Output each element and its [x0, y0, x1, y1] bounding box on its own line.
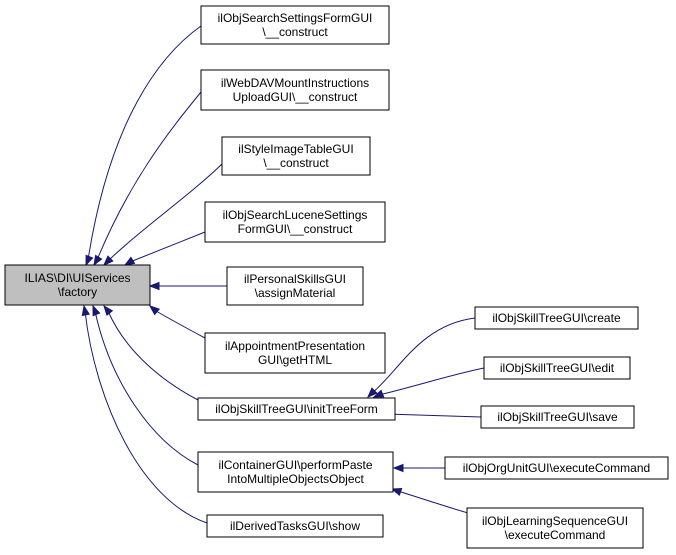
arrowhead-icon [85, 254, 94, 267]
node-label: ilObjSkillTreeGUI\initTreeForm [215, 402, 377, 416]
node-label: ilWebDAVMountInstructions [221, 76, 369, 90]
edge-n2-root [93, 91, 202, 267]
edge-n13-n8 [392, 463, 445, 473]
arrowhead-icon [93, 254, 103, 267]
node-box[interactable] [221, 136, 371, 176]
node[interactable]: ilDerivedTasksGUI\show [206, 514, 384, 538]
node-label: ilAppointmentPresentation [225, 339, 365, 353]
node-label: ilObjSkillTreeGUI\save [497, 410, 618, 424]
edge-n7-root [103, 304, 199, 401]
node-label: IntoMultipleObjectsObject [227, 472, 364, 486]
edge-line [155, 310, 206, 339]
node-box[interactable] [466, 507, 644, 549]
arrowhead-icon [390, 487, 403, 497]
node-label: ilObjOrgUnitGUI\executeCommand [463, 461, 650, 475]
node-box[interactable] [483, 356, 631, 380]
nodes-layer: ILIAS\DI\UIServices\factory ilObjSearchSe… [4, 5, 669, 549]
node[interactable]: ilContainerGUI\performPasteIntoMultipleO… [197, 451, 394, 493]
node-root[interactable]: ILIAS\DI\UIServices\factory [4, 264, 151, 306]
edge-line [94, 310, 199, 466]
node-box[interactable] [474, 306, 639, 330]
node-label: \executeCommand [505, 528, 606, 542]
arrowhead-icon [92, 304, 101, 317]
node-label: GUI\getHTML [258, 353, 332, 367]
edge-line [107, 163, 223, 262]
edge-line [385, 413, 482, 418]
edge-n9-root [81, 304, 208, 524]
node-box[interactable] [480, 405, 635, 429]
node-label: ilDerivedTasksGUI\show [230, 519, 360, 533]
node-label: ilStyleImageTableGUI [238, 142, 353, 156]
edge-line [84, 310, 208, 524]
node-box[interactable] [226, 266, 364, 306]
node-box[interactable] [206, 514, 384, 538]
arrowhead-icon [367, 387, 378, 398]
edge-n6-root [148, 305, 206, 339]
edge-line [378, 367, 485, 396]
edge-line [96, 91, 202, 261]
edge-n3-root [103, 163, 223, 266]
edges-layer [81, 25, 485, 524]
arrowhead-icon [148, 281, 160, 291]
node-label: \__construct [262, 25, 328, 39]
node[interactable]: ilPersonalSkillsGUI\assignMaterial [226, 266, 364, 306]
node[interactable]: ilStyleImageTableGUI\__construct [221, 136, 371, 176]
node-box[interactable] [204, 332, 386, 374]
node[interactable]: ilObjSearchLuceneSettingsFormGUI\__const… [204, 201, 386, 243]
node-box[interactable] [197, 451, 394, 493]
arrowhead-icon [148, 305, 161, 316]
node[interactable]: ilObjOrgUnitGUI\executeCommand [444, 456, 669, 480]
node-label: ilObjSearchLuceneSettings [223, 208, 368, 222]
node-label: ILIAS\DI\UIServices [24, 271, 130, 285]
node-label: ilObjLearningSequenceGUI [482, 514, 628, 528]
edge-n1-root [85, 25, 202, 267]
edge-line [129, 231, 206, 263]
node-label: ilObjSkillTreeGUI\create [492, 311, 621, 325]
node[interactable]: ilWebDAVMountInstructionsUploadGUI\__con… [200, 69, 390, 111]
node-label: ilContainerGUI\performPaste [218, 458, 372, 472]
node-box[interactable] [200, 69, 390, 111]
edge-n14-n8 [390, 487, 476, 516]
node[interactable]: ilObjSearchSettingsFormGUI\__construct [200, 5, 390, 45]
node-label: ilObjSearchSettingsFormGUI [218, 11, 373, 25]
node[interactable]: ilObjLearningSequenceGUI\executeCommand [466, 507, 644, 549]
node-box[interactable] [4, 264, 151, 306]
node[interactable]: ilObjSkillTreeGUI\edit [483, 356, 631, 380]
node-box[interactable] [204, 201, 386, 243]
node[interactable]: ilObjSkillTreeGUI\save [480, 405, 635, 429]
edge-n11-n7 [372, 367, 485, 398]
arrowhead-icon [372, 389, 385, 398]
arrowhead-icon [103, 304, 114, 317]
edge-line [87, 25, 202, 261]
node-label: ilPersonalSkillsGUI [244, 272, 346, 286]
arrowhead-icon [392, 463, 404, 473]
edge-line [371, 317, 476, 394]
arrowhead-icon [81, 304, 91, 317]
node-box[interactable] [444, 456, 669, 480]
node-label: FormGUI\__construct [238, 222, 353, 236]
edge-line [107, 310, 199, 401]
node-box[interactable] [197, 397, 396, 421]
node-label: ilObjSkillTreeGUI\edit [500, 361, 615, 375]
arrowhead-icon [103, 255, 114, 266]
edge-line [397, 490, 476, 516]
edge-n8-root [92, 304, 199, 466]
node-label: \factory [58, 285, 97, 299]
node[interactable]: ilObjSkillTreeGUI\initTreeForm [197, 397, 396, 421]
edge-n10-n7 [367, 317, 476, 398]
node-label: UploadGUI\__construct [233, 90, 358, 104]
edge-n4-root [123, 231, 206, 266]
arrowhead-icon [123, 256, 136, 266]
node[interactable]: ilObjSkillTreeGUI\create [474, 306, 639, 330]
node-label: \assignMaterial [255, 286, 336, 300]
node-box[interactable] [200, 5, 390, 45]
edge-n5-root [148, 281, 227, 291]
node-label: \__construct [263, 156, 329, 170]
